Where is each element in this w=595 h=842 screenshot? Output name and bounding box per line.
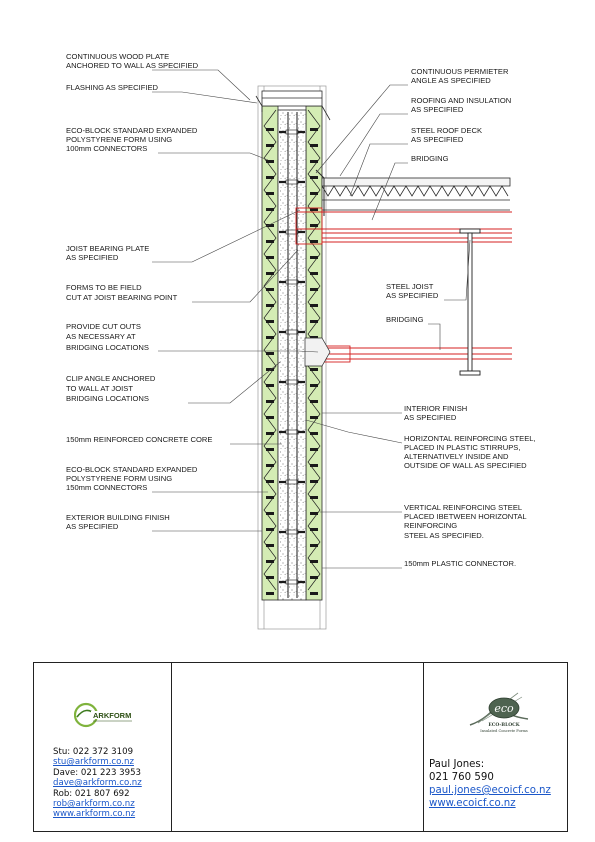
annotation-left-9: CUT AT JOIST BEARING POINT — [66, 293, 178, 302]
leader-4 — [192, 249, 299, 303]
wood-plate-and-flashing — [255, 90, 331, 121]
annotation-left-20: EXTERIOR BUILDING FINISH — [66, 513, 170, 522]
leader-3 — [152, 209, 301, 263]
eco-contact-line-3[interactable]: www.ecoicf.co.nz — [429, 797, 551, 810]
annotation-left-8: FORMS TO BE FIELD — [66, 283, 142, 292]
annotation-right-20: 150mm PLASTIC CONNECTOR. — [404, 559, 516, 568]
arkform-contact-line-2: Dave: 021 223 3953 — [53, 767, 142, 778]
leader-10 — [315, 84, 408, 174]
leader-1 — [152, 91, 258, 104]
arkform-contact-line-5[interactable]: rob@arkform.co.nz — [53, 799, 142, 809]
svg-text:Insulated Concrete Forms: Insulated Concrete Forms — [480, 729, 528, 733]
annotation-left-19: 150mm CONNECTORS — [66, 483, 147, 492]
svg-text:ECO-BLOCK: ECO-BLOCK — [488, 722, 520, 728]
arkform-contact-link-1[interactable]: stu@arkform.co.nz — [53, 757, 134, 768]
eco-contact-line-0: Paul Jones: — [429, 759, 485, 770]
leader-6 — [188, 361, 281, 404]
perimeter-angle — [315, 169, 325, 216]
annotation-left-1: ANCHORED TO WALL AS SPECIFIED — [66, 61, 199, 70]
annotation-left-13: CLIP ANGLE ANCHORED — [66, 374, 156, 383]
steel-joist-section — [459, 228, 481, 376]
annotation-right-14: ALTERNATIVELY INSIDE AND — [404, 452, 509, 461]
annotation-left-14: TO WALL AT JOIST — [66, 384, 133, 393]
leader-12 — [349, 143, 408, 197]
annotation-right-12: HORIZONTAL REINFORCING STEEL, — [404, 434, 536, 443]
arkform-logo: ARKFORM — [74, 702, 135, 728]
arkform-contact-line-1[interactable]: stu@arkform.co.nz — [53, 757, 142, 767]
annotation-left-16: 150mm REINFORCED CONCRETE CORE — [66, 435, 212, 444]
annotation-left-0: CONTINUOUS WOOD PLATE — [66, 52, 169, 61]
leader-17 — [305, 419, 403, 444]
leader-2 — [158, 152, 269, 161]
annotation-right-17: PLACED IBETWEEN HORIZONTAL — [404, 512, 527, 521]
annotation-right-18: REINFORCING — [404, 521, 457, 530]
title-block-divider-right — [423, 663, 424, 831]
leader-13 — [371, 162, 408, 221]
steel-roof-deck — [321, 177, 511, 211]
arkform-contact-line-3[interactable]: dave@arkform.co.nz — [53, 778, 142, 788]
annotation-right-10: INTERIOR FINISH — [404, 404, 467, 413]
leader-0 — [152, 69, 251, 101]
eco-contact-link-2[interactable]: paul.jones@ecoicf.co.nz — [429, 785, 551, 796]
annotation-left-15: BRIDGING LOCATIONS — [66, 394, 149, 403]
arkform-contact-link-5[interactable]: rob@arkform.co.nz — [53, 799, 135, 810]
arkform-contact-link-6[interactable]: www.arkform.co.nz — [53, 809, 136, 820]
annotation-right-19: STEEL AS SPECIFIED. — [404, 531, 484, 540]
leader-5 — [158, 350, 319, 353]
annotation-left-18: POLYSTYRENE FORM USING — [66, 474, 172, 483]
annotation-right-8: AS SPECIFIED — [386, 291, 439, 300]
eco-block-logo: eco ECO-BLOCK Insulated Concrete Forms — [469, 692, 529, 733]
steel-joists-red — [295, 207, 512, 363]
annotation-left-2: FLASHING AS SPECIFIED — [66, 83, 159, 92]
plastic-connectors — [266, 112, 318, 598]
leader-15 — [428, 323, 441, 350]
annotation-right-4: STEEL ROOF DECK — [411, 126, 482, 135]
leader-14 — [444, 239, 471, 301]
arkform-contact-link-3[interactable]: dave@arkform.co.nz — [53, 778, 142, 789]
annotation-right-2: ROOFING AND INSULATION — [411, 96, 511, 105]
eco-contact-line-1: 021 760 590 — [429, 772, 494, 783]
arkform-contact-line-6[interactable]: www.arkform.co.nz — [53, 809, 142, 819]
annotation-right-15: OUTSIDE OF WALL AS SPECIFIED — [404, 461, 527, 470]
annotation-left-10: PROVIDE CUT OUTS — [66, 322, 141, 331]
eco-contact-link-3[interactable]: www.ecoicf.co.nz — [429, 798, 516, 809]
annotation-left-7: AS SPECIFIED — [66, 253, 119, 262]
annotation-left-6: JOIST BEARING PLATE — [66, 244, 149, 253]
annotation-right-1: ANGLE AS SPECIFIED — [411, 76, 491, 85]
annotation-right-0: CONTINUOUS PERMIETER — [411, 67, 509, 76]
annotation-left-4: POLYSTYRENE FORM USING — [66, 135, 172, 144]
concrete-core — [277, 109, 307, 601]
annotation-right-3: AS SPECIFIED — [411, 105, 464, 114]
annotation-left-12: BRIDGING LOCATIONS — [66, 343, 149, 352]
annotation-right-11: AS SPECIFIED — [404, 413, 457, 422]
arkform-contact-line-0: Stu: 022 372 3109 — [53, 747, 134, 757]
leader-11 — [339, 113, 408, 177]
annotation-left-11: AS NECESSARY AT — [66, 332, 136, 341]
svg-text:eco: eco — [494, 702, 514, 715]
svg-text:ARKFORM: ARKFORM — [93, 711, 131, 720]
annotation-left-21: AS SPECIFIED — [66, 522, 119, 531]
annotation-right-13: PLACED IN PLASTIC STIRRUPS, — [404, 443, 520, 452]
title-block-divider-left — [171, 663, 172, 831]
eco-contact-line-2[interactable]: paul.jones@ecoicf.co.nz — [429, 784, 551, 797]
eco-block-contacts: Paul Jones: 021 760 590 paul.jones@ecoicf.… — [429, 758, 551, 810]
annotation-right-6: BRIDGING — [411, 154, 449, 163]
leader-lines — [152, 69, 471, 569]
arkform-contact-line-4: Rob: 021 807 692 — [53, 788, 130, 799]
annotation-right-7: STEEL JOIST — [386, 282, 434, 291]
annotation-right-9: BRIDGING — [386, 315, 424, 324]
annotation-left-3: ECO-BLOCK STANDARD EXPANDED — [66, 126, 198, 135]
annotation-left-17: ECO-BLOCK STANDARD EXPANDED — [66, 465, 198, 474]
annotation-right-5: AS SPECIFIED — [411, 135, 464, 144]
annotation-right-16: VERTICAL REINFORCING STEEL — [404, 503, 522, 512]
annotation-left-5: 100mm CONNECTORS — [66, 144, 147, 153]
